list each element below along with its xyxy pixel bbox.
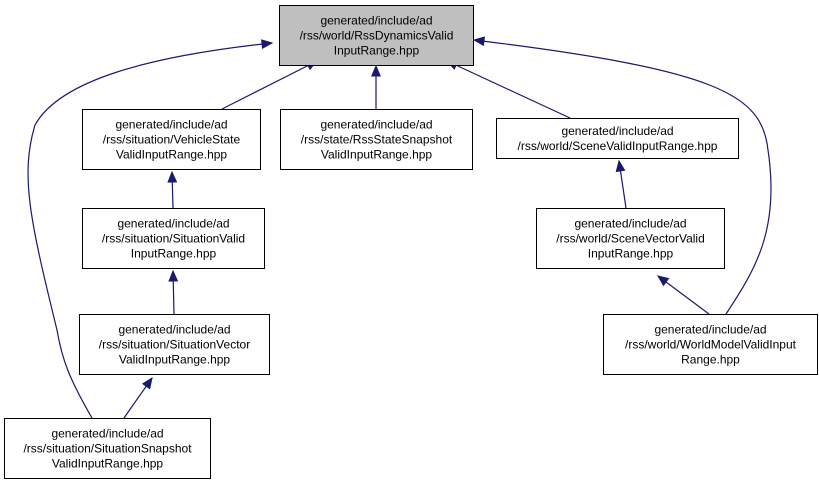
node-label-line: /rss/situation/VehicleState bbox=[103, 133, 241, 147]
edge-world_model-to-scene_vector bbox=[656, 275, 710, 315]
node-label-line: generated/include/ad bbox=[118, 323, 230, 337]
node-label-line: generated/include/ad bbox=[115, 118, 227, 132]
node-rss-state-snapshot[interactable]: generated/include/ad/rss/state/RssStateS… bbox=[280, 109, 473, 170]
node-label-line: /rss/world/SceneVectorValid bbox=[556, 232, 705, 246]
node-label-line: /rss/world/RssDynamicsValid bbox=[300, 29, 454, 43]
node-scene[interactable]: generated/include/ad/rss/world/SceneVali… bbox=[496, 118, 739, 159]
node-label-line: /rss/state/RssStateSnapshot bbox=[301, 133, 453, 147]
edge-situation-to-vehicle_state bbox=[167, 170, 178, 209]
edge-arrowhead-world_model-to-root bbox=[472, 36, 486, 47]
node-label-line: /rss/world/SceneValidInputRange.hpp bbox=[518, 139, 718, 153]
edge-arrowhead-situation_snapshot-to-root bbox=[261, 39, 274, 50]
node-box[interactable] bbox=[82, 208, 265, 269]
node-label-line: /rss/situation/SituationSnapshot bbox=[23, 442, 192, 456]
node-box[interactable] bbox=[280, 109, 473, 170]
node-label-line: Range.hpp bbox=[681, 353, 740, 367]
node-label-line: generated/include/ad bbox=[654, 323, 766, 337]
edge-situation_snapshot-to-root bbox=[27, 39, 274, 419]
node-label-line: generated/include/ad bbox=[320, 14, 432, 28]
edge-arrowhead-rss_state_snapshot-to-root bbox=[371, 64, 381, 77]
edge-world_model-to-root bbox=[472, 36, 772, 315]
node-vehicle-state[interactable]: generated/include/ad/rss/situation/Vehic… bbox=[82, 109, 261, 170]
edge-line-situation_snapshot-to-root bbox=[27, 42, 273, 419]
edge-arrowhead-situation-to-vehicle_state bbox=[167, 170, 178, 183]
node-label-line: InputRange.hpp bbox=[588, 247, 674, 261]
node-label-line: ValidInputRange.hpp bbox=[116, 148, 228, 162]
edge-line-world_model-to-root bbox=[473, 39, 772, 315]
node-label-line: /rss/situation/SituationVector bbox=[99, 338, 250, 352]
node-box[interactable] bbox=[279, 5, 474, 66]
node-label-line: /rss/situation/SituationValid bbox=[102, 232, 245, 246]
node-label-line: InputRange.hpp bbox=[131, 247, 217, 261]
node-situation-snapshot[interactable]: generated/include/ad/rss/situation/Situa… bbox=[4, 418, 211, 479]
node-situation[interactable]: generated/include/ad/rss/situation/Situa… bbox=[82, 208, 265, 269]
node-label-line: generated/include/ad bbox=[117, 217, 229, 231]
edge-layer bbox=[27, 36, 772, 419]
edge-vehicle_state-to-root bbox=[221, 60, 319, 110]
node-box[interactable] bbox=[4, 418, 211, 479]
node-label-line: generated/include/ad bbox=[574, 217, 686, 231]
node-label-line: InputRange.hpp bbox=[334, 44, 420, 58]
node-box[interactable] bbox=[82, 109, 261, 170]
node-scene-vector[interactable]: generated/include/ad/rss/world/SceneVect… bbox=[536, 208, 725, 269]
node-label-line: generated/include/ad bbox=[51, 427, 163, 441]
edge-arrowhead-situation_vector-to-situation bbox=[168, 269, 179, 282]
node-situation-vector[interactable]: generated/include/ad/rss/situation/Situa… bbox=[79, 314, 270, 375]
edge-arrowhead-situation_snapshot-to-situation_vector bbox=[141, 376, 153, 390]
node-label-line: ValidInputRange.hpp bbox=[321, 148, 433, 162]
node-root[interactable]: generated/include/ad/rss/world/RssDynami… bbox=[279, 5, 474, 66]
node-label-line: generated/include/ad bbox=[561, 124, 673, 138]
edge-scene_vector-to-scene bbox=[615, 159, 627, 209]
edge-line-vehicle_state-to-root bbox=[221, 60, 318, 110]
edge-situation_vector-to-situation bbox=[168, 269, 179, 315]
node-label-line: /rss/world/WorldModelValidInput bbox=[625, 338, 797, 352]
node-box[interactable] bbox=[496, 118, 739, 159]
node-label-line: ValidInputRange.hpp bbox=[52, 457, 164, 471]
edge-arrowhead-scene_vector-to-scene bbox=[615, 159, 626, 173]
edge-line-world_model-to-scene_vector bbox=[657, 275, 710, 315]
node-box[interactable] bbox=[603, 314, 818, 375]
edge-rss_state_snapshot-to-root bbox=[371, 64, 381, 109]
edge-arrowhead-world_model-to-scene_vector bbox=[656, 275, 670, 287]
node-world-model[interactable]: generated/include/ad/rss/world/WorldMode… bbox=[603, 314, 818, 375]
node-label-line: ValidInputRange.hpp bbox=[119, 353, 231, 367]
node-box[interactable] bbox=[79, 314, 270, 375]
node-box[interactable] bbox=[536, 208, 725, 269]
node-label-line: generated/include/ad bbox=[320, 118, 432, 132]
node-layer: generated/include/ad/rss/world/RssDynami… bbox=[4, 5, 818, 479]
edge-line-scene-to-root bbox=[446, 60, 571, 119]
edge-situation_snapshot-to-situation_vector bbox=[123, 376, 153, 419]
